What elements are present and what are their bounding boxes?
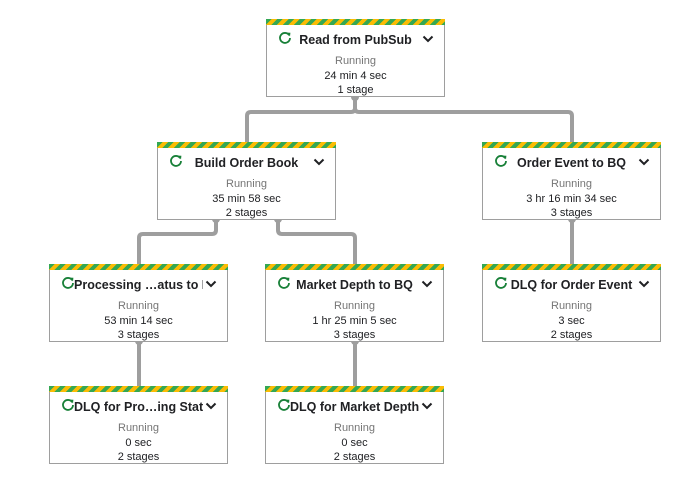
step-title[interactable]: Build Order Book: [194, 156, 299, 170]
step-title[interactable]: Order Event to BQ: [516, 156, 627, 170]
running-stripe: [49, 386, 228, 392]
running-stripe: [265, 264, 444, 270]
running-stripe: [482, 142, 661, 148]
step-card-dlq-for-market-depth[interactable]: DLQ for Market Depth Running 0 sec 2 sta…: [265, 386, 444, 464]
step-card-market-depth-to-bq[interactable]: Market Depth to BQ Running 1 hr 25 min 5…: [265, 264, 444, 342]
edge-pubsub-to-orderevent: [353, 97, 574, 143]
refresh-icon: [495, 277, 507, 289]
step-card-dlq-for-order-event[interactable]: DLQ for Order Event Running 3 sec 2 stag…: [482, 264, 661, 342]
step-title[interactable]: DLQ for Order Event: [510, 278, 633, 292]
chevron-down-icon[interactable]: [638, 157, 650, 167]
chevron-down-icon[interactable]: [205, 279, 217, 289]
chevron-down-icon[interactable]: [422, 34, 434, 44]
step-duration: 1 hr 25 min 5 sec: [312, 315, 397, 327]
step-title[interactable]: Read from PubSub: [299, 33, 412, 47]
chevron-down-icon[interactable]: [205, 401, 217, 411]
refresh-icon: [279, 32, 291, 44]
refresh-icon: [62, 277, 74, 289]
refresh-icon: [278, 277, 290, 289]
edge-orderbook-to-processing: [137, 219, 218, 265]
step-title[interactable]: DLQ for Market Depth: [290, 400, 419, 414]
step-card-read-from-pubsub[interactable]: Read from PubSub Running 24 min 4 sec 1 …: [266, 19, 445, 97]
step-duration: 24 min 4 sec: [324, 70, 387, 82]
refresh-icon: [495, 155, 507, 167]
chevron-down-icon[interactable]: [638, 279, 650, 289]
step-stages: 2 stages: [225, 207, 268, 219]
step-status: Running: [118, 300, 159, 312]
step-stages: 3 stages: [117, 329, 160, 341]
chevron-down-icon[interactable]: [421, 279, 433, 289]
running-stripe: [157, 142, 336, 148]
step-card-processing-status-to-bq[interactable]: Processing …atus to BQ Running 53 min 14…: [49, 264, 228, 342]
running-stripe: [482, 264, 661, 270]
edge-orderbook-to-marketdepth: [276, 219, 357, 265]
step-stages: 3 stages: [550, 207, 593, 219]
running-stripe: [266, 19, 445, 25]
step-status: Running: [551, 178, 592, 190]
running-stripe: [49, 264, 228, 270]
step-stages: 1 stage: [337, 84, 374, 96]
step-status: Running: [334, 422, 375, 434]
step-duration: 3 sec: [558, 315, 585, 327]
step-card-dlq-for-processing-status[interactable]: DLQ for Pro…ing Status Running 0 sec 2 s…: [49, 386, 228, 464]
refresh-icon: [278, 399, 290, 411]
chevron-down-icon[interactable]: [421, 401, 433, 411]
step-status: Running: [335, 55, 376, 67]
step-title[interactable]: DLQ for Pro…ing Status: [74, 400, 203, 414]
step-status: Running: [334, 300, 375, 312]
step-title[interactable]: Processing …atus to BQ: [74, 278, 203, 292]
step-card-build-order-book[interactable]: Build Order Book Running 35 min 58 sec 2…: [157, 142, 336, 220]
step-stages: 2 stages: [333, 451, 376, 463]
step-status: Running: [551, 300, 592, 312]
edge-pubsub-to-orderbook: [245, 97, 357, 143]
step-stages: 2 stages: [550, 329, 593, 341]
step-status: Running: [118, 422, 159, 434]
chevron-down-icon[interactable]: [313, 157, 325, 167]
running-stripe: [265, 386, 444, 392]
step-title[interactable]: Market Depth to BQ: [296, 278, 413, 292]
step-status: Running: [226, 178, 267, 190]
step-duration: 0 sec: [125, 437, 152, 449]
step-duration: 0 sec: [341, 437, 368, 449]
step-duration: 3 hr 16 min 34 sec: [526, 193, 617, 205]
step-stages: 3 stages: [333, 329, 376, 341]
step-stages: 2 stages: [117, 451, 160, 463]
refresh-icon: [62, 399, 74, 411]
step-duration: 53 min 14 sec: [104, 315, 173, 327]
step-card-order-event-to-bq[interactable]: Order Event to BQ Running 3 hr 16 min 34…: [482, 142, 661, 220]
refresh-icon: [170, 155, 182, 167]
step-duration: 35 min 58 sec: [212, 193, 281, 205]
